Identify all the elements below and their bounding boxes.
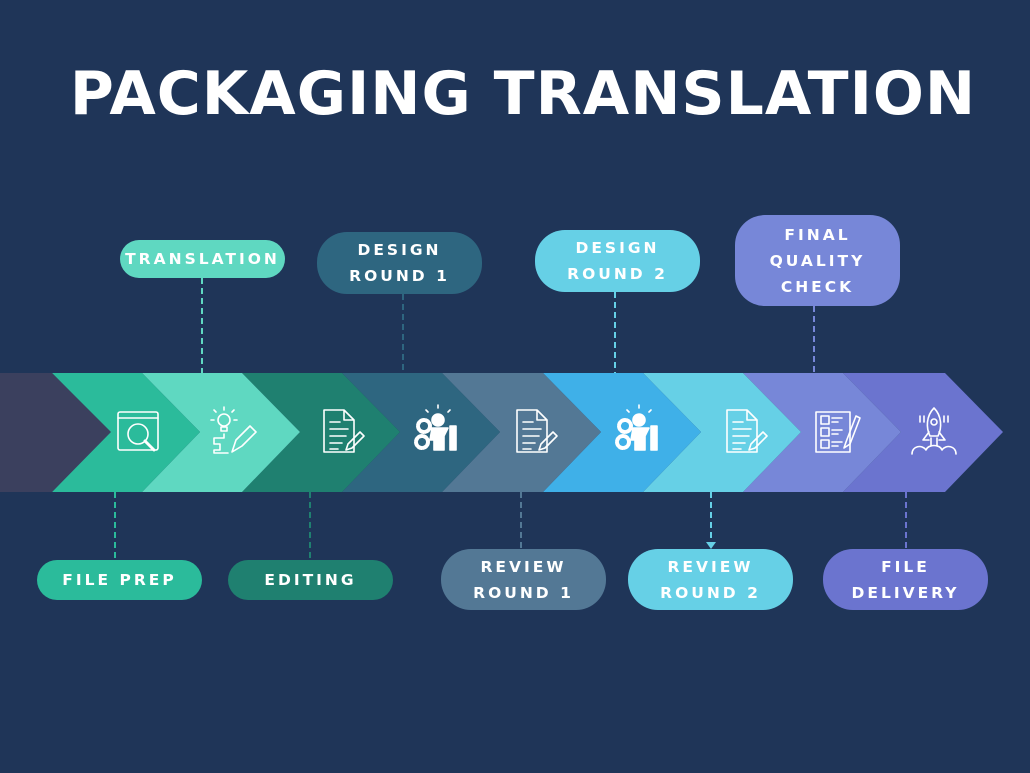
label-review-round-2: REVIEW ROUND 2	[628, 549, 793, 610]
document-edit-icon	[323, 409, 365, 453]
label-file-delivery: FILE DELIVERY	[823, 549, 988, 610]
label-design-round-1: DESIGN ROUND 1	[317, 232, 482, 294]
chevron-step-2	[242, 373, 400, 492]
chevron-step-1	[142, 373, 300, 492]
chevron-step-7	[743, 373, 901, 492]
page-title: PACKAGING TRANSLATION	[69, 59, 977, 129]
idea-pencil-icon	[210, 406, 257, 454]
chevron-step-4	[442, 373, 601, 492]
gears-idea-icon	[414, 404, 457, 451]
arrow-head-icon	[706, 542, 716, 549]
chevron-step-8	[843, 373, 1003, 492]
checklist-icon	[815, 411, 861, 453]
label-review-round-1: REVIEW ROUND 1	[441, 549, 606, 610]
chevron-step-6	[643, 373, 801, 492]
chevron-step-0	[52, 373, 200, 492]
label-final-quality-check: FINAL QUALITY CHECK	[735, 215, 900, 306]
label-translation: TRANSLATION	[120, 240, 285, 278]
chevron-lead	[0, 373, 111, 492]
window-search-icon	[117, 411, 159, 452]
gears-idea-icon	[615, 404, 658, 451]
label-file-prep: FILE PREP	[37, 560, 202, 600]
label-editing: EDITING	[228, 560, 393, 600]
label-design-round-2: DESIGN ROUND 2	[535, 230, 700, 292]
rocket-icon	[911, 407, 957, 455]
document-edit-icon	[516, 409, 558, 453]
document-edit-icon	[726, 409, 768, 453]
